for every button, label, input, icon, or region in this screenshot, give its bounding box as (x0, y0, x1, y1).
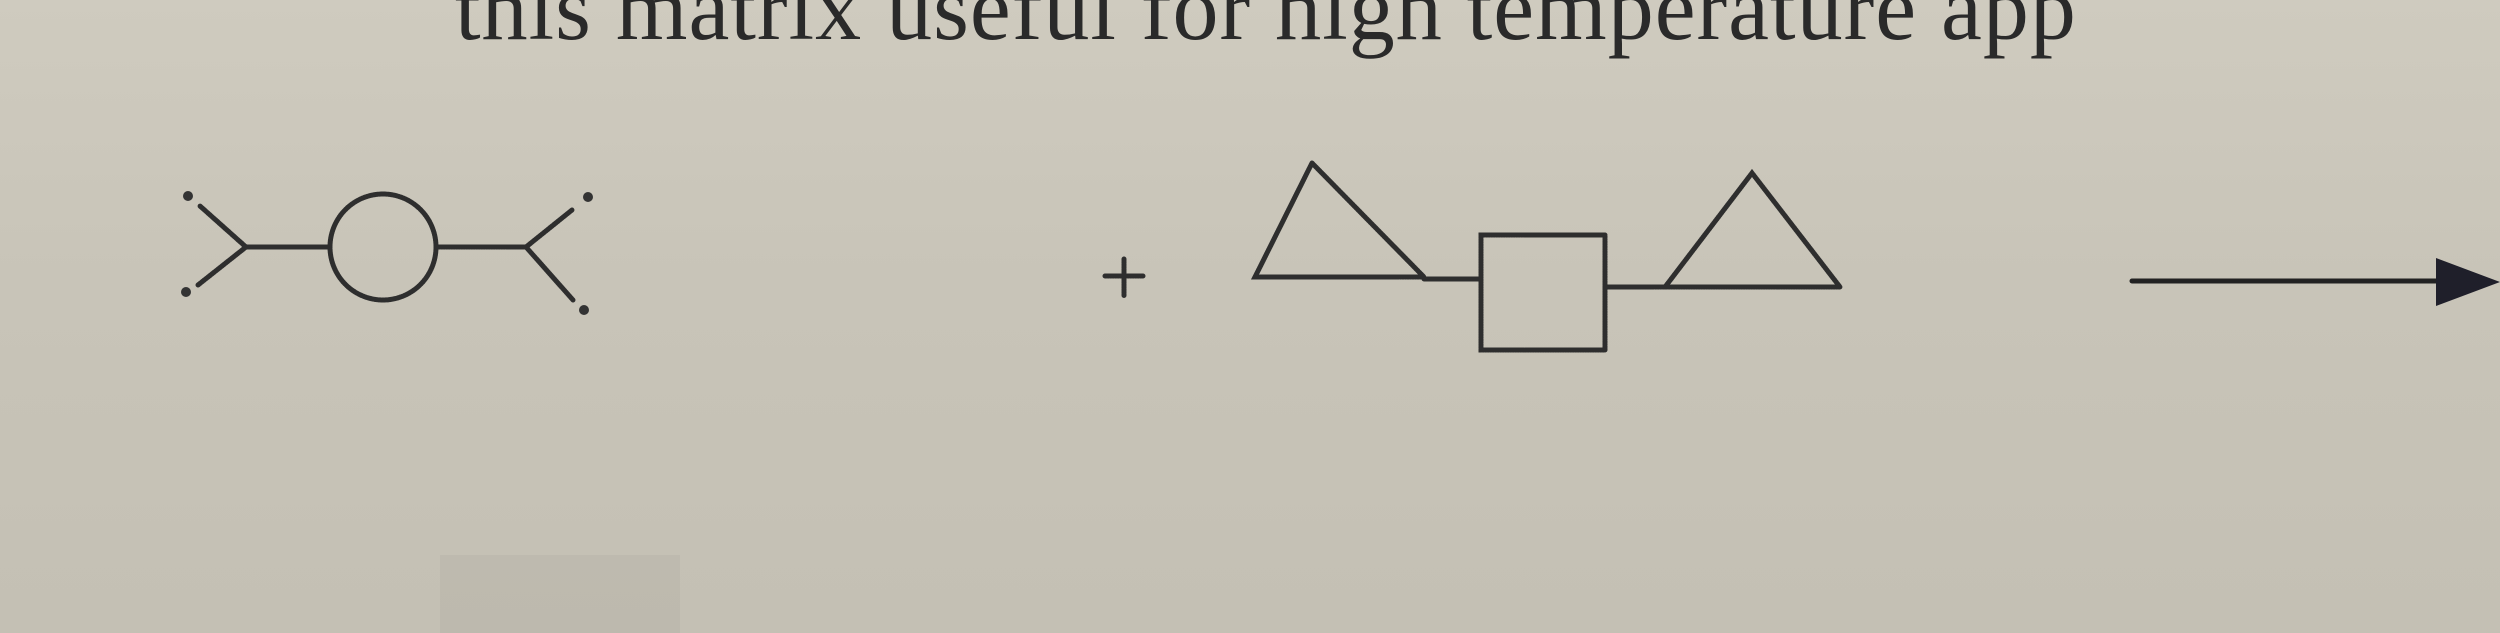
reactant-2-monomer (1250, 158, 1846, 353)
reaction-arrow-icon (2129, 258, 2500, 306)
right-fork-lower (523, 244, 576, 303)
central-square (1478, 232, 1608, 353)
plus-sign (1102, 256, 1146, 299)
reactant-1-linker (181, 191, 593, 315)
asterisk-icon (181, 191, 593, 315)
page-text-line: this matrix useful for high temperature … (455, 0, 2077, 59)
right-fork-upper (523, 207, 575, 250)
left-fork-lower (195, 244, 249, 288)
central-ring (327, 191, 439, 303)
left-fork-upper (197, 203, 249, 250)
right-triangle (1659, 168, 1846, 290)
faint-next-line (440, 555, 680, 633)
left-triangle (1250, 158, 1430, 280)
